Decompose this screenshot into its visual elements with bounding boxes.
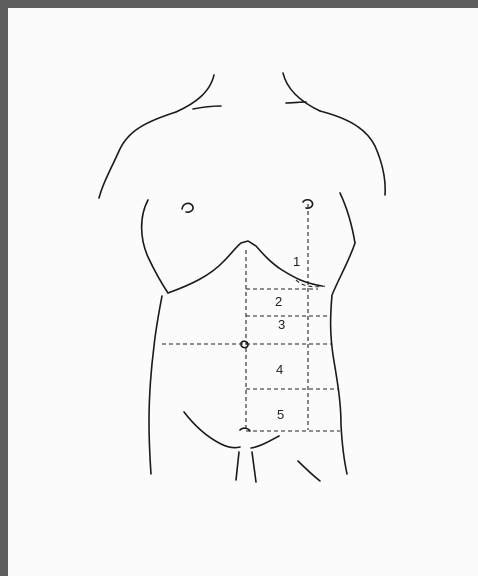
- nipple-left: [182, 203, 193, 212]
- region-label-2: 2: [275, 294, 282, 309]
- neck-right: [283, 73, 320, 111]
- collarbone-left: [193, 106, 221, 109]
- region-label-1: 1: [293, 254, 300, 269]
- waist-left: [149, 296, 162, 474]
- leg-right-inner: [252, 452, 256, 482]
- region-label-4: 4: [276, 362, 283, 377]
- hip-crease-right: [298, 461, 320, 481]
- chest-right: [340, 193, 355, 243]
- groin-right: [251, 436, 279, 448]
- region-labels: 1 2 3 4 5: [275, 254, 300, 422]
- shoulder-left: [99, 112, 176, 198]
- collarbone-right: [286, 102, 306, 103]
- chest-left: [142, 200, 168, 293]
- measurement-guides: [162, 204, 340, 431]
- leg-left-inner: [236, 452, 239, 480]
- shoulder-right: [320, 111, 385, 195]
- groin-left: [184, 412, 240, 448]
- region-label-5: 5: [277, 407, 284, 422]
- region-label-3: 3: [278, 317, 285, 332]
- waist-right: [331, 243, 355, 474]
- torso-outline: [99, 73, 385, 482]
